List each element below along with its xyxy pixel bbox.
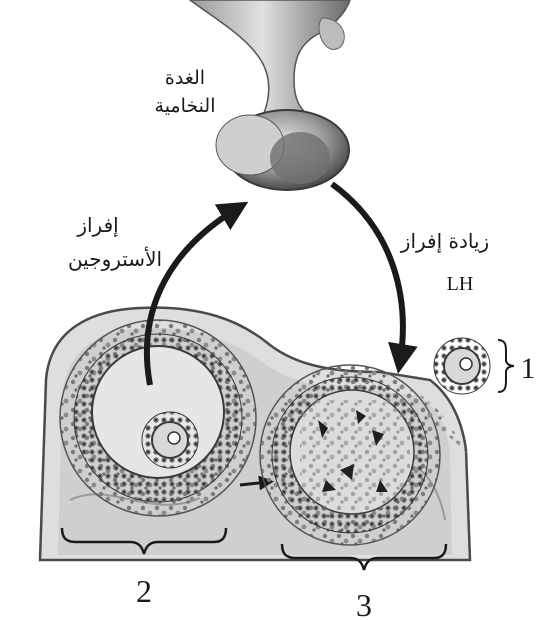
lh-arrow	[332, 184, 403, 362]
oocyte-in-follicle	[142, 412, 198, 468]
brace-1	[498, 340, 514, 392]
pituitary-label-line2: النخامية	[155, 95, 216, 117]
label-number-2: 2	[136, 573, 152, 609]
mature-follicle	[60, 320, 256, 516]
estrogen-label-line2: الأستروجين	[68, 247, 162, 271]
released-ovum	[434, 338, 490, 394]
label-number-1: 1	[521, 352, 536, 385]
label-number-3: 3	[356, 587, 372, 620]
estrogen-label-line1: إفراز	[76, 213, 118, 238]
lh-increase-label: زيادة إفراز	[400, 229, 489, 254]
lh-label: LH	[447, 273, 474, 295]
pituitary-label-line1: الغدة	[165, 67, 205, 89]
